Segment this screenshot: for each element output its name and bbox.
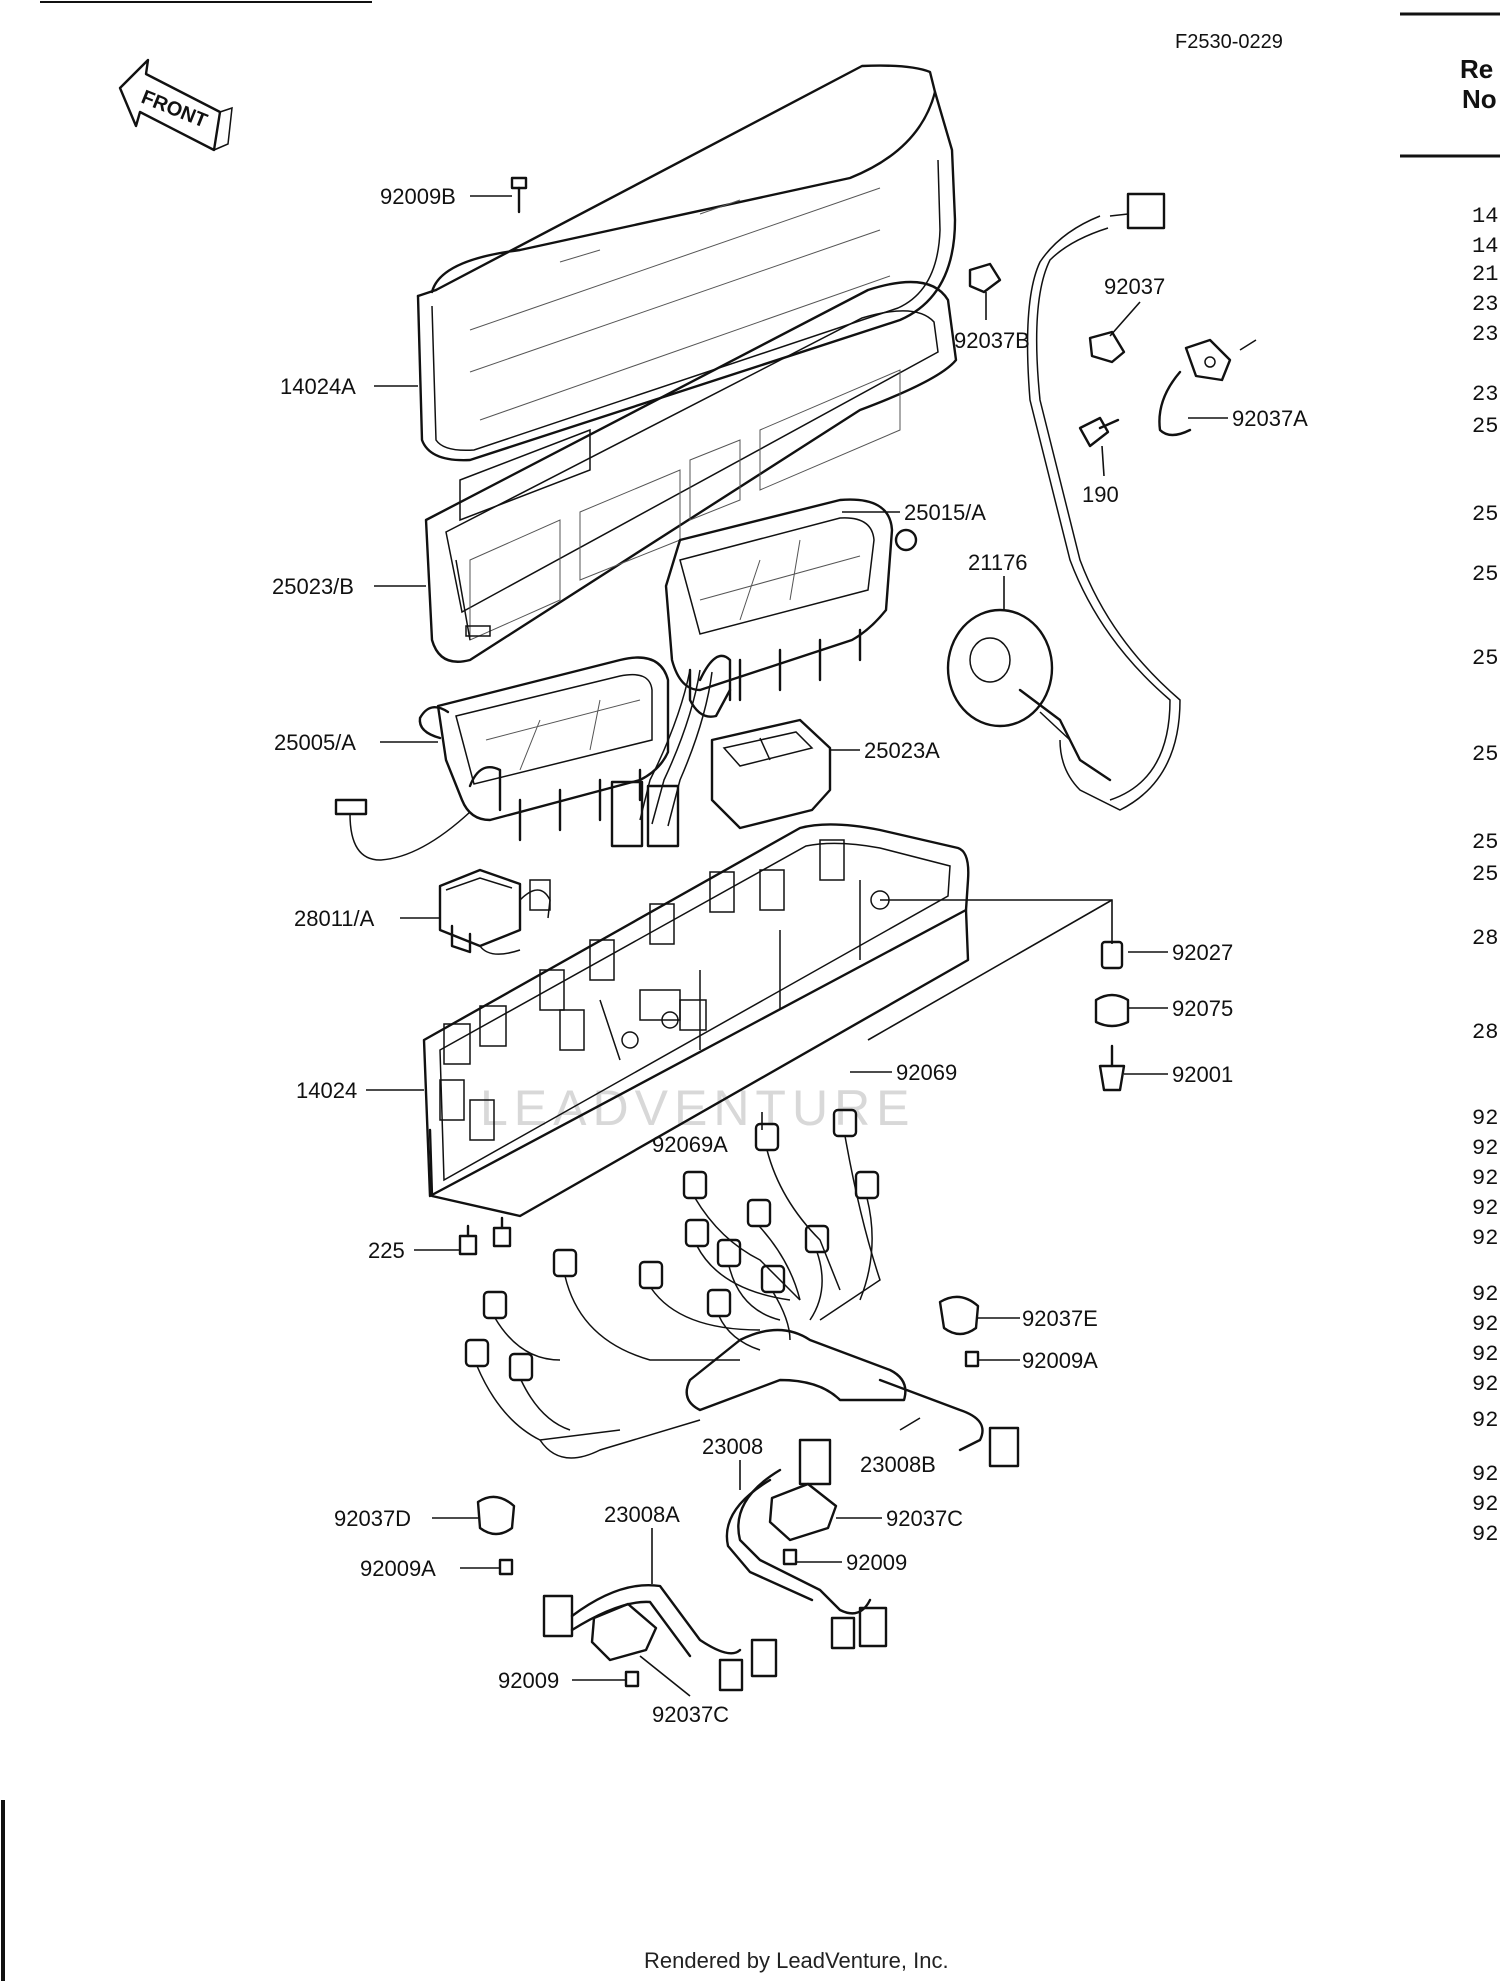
callout-92037d: 92037D	[334, 1506, 411, 1531]
screws-225-part	[458, 1216, 512, 1256]
table-ref-number: 28	[1472, 926, 1498, 951]
callout-25015a: 25015/A	[904, 500, 986, 525]
clip-92037b-part	[968, 262, 1002, 294]
table-ref-number: 92	[1472, 1282, 1498, 1307]
callout-25023a: 25023A	[864, 738, 940, 763]
table-ref-number: 21	[1472, 262, 1498, 287]
clip-92037-part	[1088, 330, 1126, 364]
table-ref-number: 23	[1472, 382, 1498, 407]
table-ref-number: 92	[1472, 1226, 1498, 1251]
table-ref-number: 28	[1472, 1020, 1498, 1045]
table-ref-number: 14	[1472, 234, 1498, 259]
table-ref-number: 25	[1472, 830, 1498, 855]
table-ref-number: 23	[1472, 292, 1498, 317]
speed-sensor-part	[946, 608, 1112, 782]
watermark: LEADVENTURE	[480, 1080, 916, 1136]
lens-cover-part	[416, 64, 957, 462]
table-ref-number: 25	[1472, 862, 1498, 887]
callout-92009a-lower: 92009A	[360, 1556, 436, 1581]
clamp-92037c-upper-part	[768, 1482, 838, 1566]
callout-92037: 92037	[1104, 274, 1165, 299]
table-header-line2: No	[1462, 84, 1497, 114]
front-arrow-icon: FRONT	[118, 58, 233, 152]
bracket-92037a-part	[1158, 338, 1257, 437]
callout-labels: 92009B 14024A 92037B 92037 92037A 190 25…	[272, 184, 1308, 1727]
callout-92009a-upper: 92009A	[1022, 1348, 1098, 1373]
callout-23008a: 23008A	[604, 1502, 680, 1527]
callout-21176: 21176	[968, 550, 1028, 575]
meter-wire-bundle	[610, 669, 713, 848]
table-ref-number: 25	[1472, 562, 1498, 587]
callout-92037e: 92037E	[1022, 1306, 1098, 1331]
clamp-92037c-lower-part	[590, 1602, 658, 1688]
bulb-socket-harness	[464, 1108, 1020, 1468]
callout-92069a: 92069A	[652, 1132, 728, 1157]
table-ref-number: 92	[1472, 1408, 1498, 1433]
relay-part	[438, 868, 551, 955]
screw-92009b-part	[510, 176, 528, 214]
front-label: FRONT	[138, 86, 210, 132]
callout-225: 225	[368, 1238, 405, 1263]
callout-25005a: 25005/A	[274, 730, 356, 755]
table-ref-number: 92	[1472, 1106, 1498, 1131]
callout-92009-upper: 92009	[846, 1550, 907, 1575]
sub-harness-23008-part	[725, 1438, 888, 1650]
callout-25023b: 25023/B	[272, 574, 354, 599]
callout-92009b: 92009B	[380, 184, 456, 209]
callout-92009-lower: 92009	[498, 1668, 559, 1693]
table-ref-numbers: 14 14 21 23 23 23 25 25 25 25 25 25 25 28 28 92 92 92 92 92…	[1472, 204, 1498, 1547]
table-header-line1: Re	[1460, 54, 1493, 84]
speedometer-cable-part	[1026, 192, 1181, 811]
table-ref-number: 25	[1472, 502, 1498, 527]
table-ref-number: 92	[1472, 1166, 1498, 1191]
footer-credit: Rendered by LeadVenture, Inc.	[644, 1948, 949, 1973]
table-ref-number: 92	[1472, 1492, 1498, 1517]
callout-92075: 92075	[1172, 996, 1233, 1021]
callout-92037a: 92037A	[1232, 406, 1308, 431]
leader-lines	[366, 195, 1228, 1697]
grommet-stack-part	[1094, 940, 1130, 1092]
callout-92037b: 92037B	[954, 328, 1030, 353]
callout-23008b: 23008B	[860, 1452, 936, 1477]
clamp-92037e-part	[938, 1295, 980, 1368]
table-ref-number: 23	[1472, 322, 1498, 347]
table-ref-number: 14	[1472, 204, 1498, 229]
callout-28011a: 28011/A	[294, 906, 375, 931]
tachometer-unit-part	[664, 498, 918, 718]
table-ref-number: 92	[1472, 1312, 1498, 1337]
callout-190: 190	[1082, 482, 1119, 507]
callout-14024: 14024	[296, 1078, 357, 1103]
table-ref-number: 25	[1472, 646, 1498, 671]
table-ref-number: 92	[1472, 1196, 1498, 1221]
callout-92037c-lower: 92037C	[652, 1702, 729, 1727]
bolt-190-part	[1078, 416, 1120, 448]
callout-92027: 92027	[1172, 940, 1233, 965]
table-ref-number: 92	[1472, 1372, 1498, 1397]
callout-92037c-upper: 92037C	[886, 1506, 963, 1531]
sub-harness-23008a-part	[542, 1584, 778, 1692]
indicator-lens-part	[710, 718, 832, 830]
table-ref-number: 92	[1472, 1136, 1498, 1161]
sensor-lead-part	[334, 798, 471, 861]
callout-92069: 92069	[896, 1060, 957, 1085]
table-ref-number: 25	[1472, 742, 1498, 767]
callout-23008: 23008	[702, 1434, 763, 1459]
table-ref-number: 25	[1472, 414, 1498, 439]
table-ref-number: 92	[1472, 1342, 1498, 1367]
figure-code: F2530-0229	[1175, 31, 1283, 53]
callout-14024a: 14024A	[280, 374, 356, 399]
table-ref-number: 92	[1472, 1462, 1498, 1487]
lower-case-part	[422, 823, 970, 1218]
clamp-92037d-part	[476, 1495, 516, 1576]
meter-housing-part	[424, 280, 958, 663]
callout-92001: 92001	[1172, 1062, 1233, 1087]
speedometer-unit-part	[418, 656, 670, 842]
reference-table: Re No 14 14 21 23 23 23 25 25 25 25 25 25 25 28 28 92 92…	[1400, 12, 1500, 1547]
table-ref-number: 92	[1472, 1522, 1498, 1547]
